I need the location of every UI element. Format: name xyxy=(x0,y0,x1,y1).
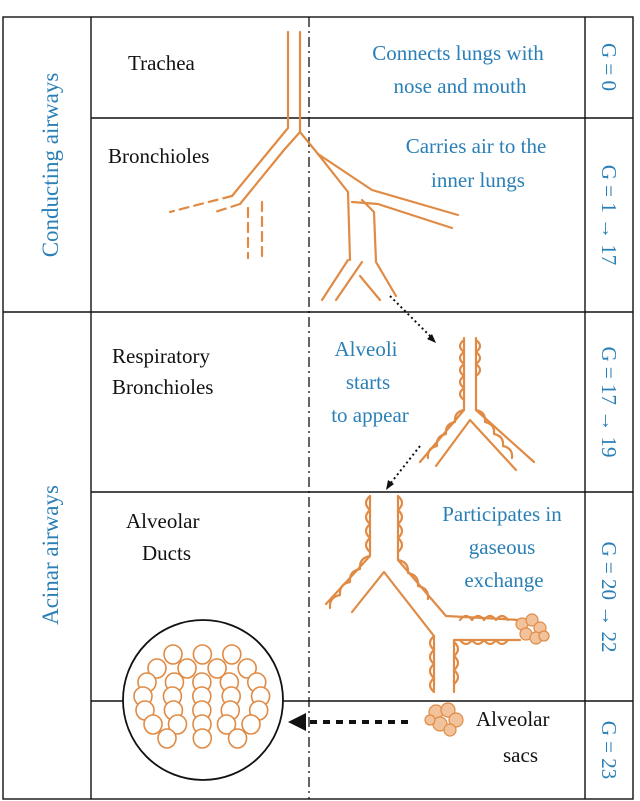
row-name-bronchioles: Bronchioles xyxy=(108,144,209,168)
alveolus-cell xyxy=(241,714,261,735)
alveolus-cell xyxy=(157,728,177,749)
row-generation-23: G = 23 xyxy=(597,721,621,780)
row-desc-respiratory-2: starts xyxy=(346,370,390,394)
magnify-arrow xyxy=(288,713,408,731)
respiratory-bronchiole-illustration xyxy=(418,336,536,472)
alveolus-cell xyxy=(192,728,213,749)
alveolus-cell xyxy=(163,644,183,665)
row-name-alveolar-ducts-2: Ducts xyxy=(142,541,191,565)
row-desc-respiratory-3: to appear xyxy=(331,403,409,427)
row-name-trachea: Trachea xyxy=(128,51,196,75)
alveolar-sac-cluster-right xyxy=(515,613,550,645)
row-desc-bronchioles-1: Carries air to the xyxy=(406,134,547,158)
alveolus-cell xyxy=(216,714,237,735)
row-desc-bronchioles-2: inner lungs xyxy=(431,168,525,192)
alveolus-cell xyxy=(237,658,257,679)
row-name-alveolar-sacs-1: Alveolar xyxy=(476,707,549,731)
alveolus-cell xyxy=(227,728,248,749)
alveolus-cell xyxy=(207,658,227,679)
alveolus-cell xyxy=(222,644,242,665)
alveolus-cell xyxy=(192,644,213,665)
row-name-alveolar-sacs-2: sacs xyxy=(503,743,538,767)
row-desc-trachea-1: Connects lungs with xyxy=(372,41,544,65)
magnified-alveolar-sac xyxy=(122,619,284,781)
row-desc-trachea-2: nose and mouth xyxy=(394,74,527,98)
table-grid xyxy=(2,16,634,800)
group-label-conducting: Conducting airways xyxy=(38,73,63,258)
row-name-respiratory-2: Bronchioles xyxy=(112,375,213,399)
alveolus-cell xyxy=(143,714,163,735)
row-desc-respiratory-1: Alveoli xyxy=(335,337,398,361)
trachea-illustration xyxy=(286,30,302,120)
row-name-respiratory-1: Respiratory xyxy=(112,344,210,368)
row-desc-ducts-3: exchange xyxy=(464,568,543,592)
row-name-alveolar-ducts-1: Alveolar xyxy=(126,509,199,533)
row-generation-20-22: G = 20 → 22 xyxy=(597,541,621,652)
row-desc-ducts-1: Participates in xyxy=(442,502,562,526)
bronchioles-illustration xyxy=(168,116,460,302)
row-generation-17-19: G = 17 → 19 xyxy=(597,346,621,457)
row-generation-1-17: G = 1 → 17 xyxy=(597,165,621,266)
outer-border xyxy=(2,16,634,800)
group-label-acinar: Acinar airways xyxy=(38,485,63,625)
alveolar-sac-cluster-bottom xyxy=(424,702,464,737)
row-desc-ducts-2: gaseous xyxy=(469,535,536,559)
row-generation-0: G = 0 xyxy=(597,43,621,91)
flow-arrow-2 xyxy=(386,445,421,490)
alveolar-duct-illustration xyxy=(324,494,522,694)
flow-arrow-1 xyxy=(389,295,436,343)
